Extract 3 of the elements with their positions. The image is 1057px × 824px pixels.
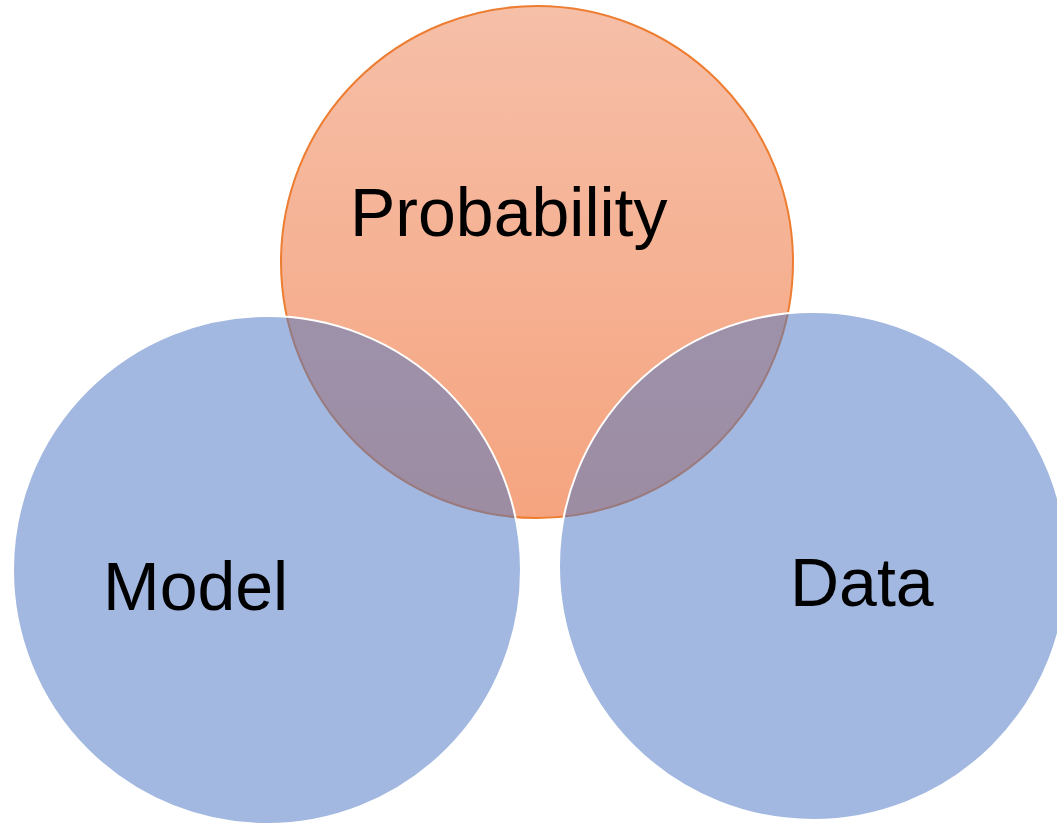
circle-label: Data: [790, 548, 934, 616]
venn-circle: [280, 5, 794, 519]
circle-label: Model: [103, 552, 289, 620]
